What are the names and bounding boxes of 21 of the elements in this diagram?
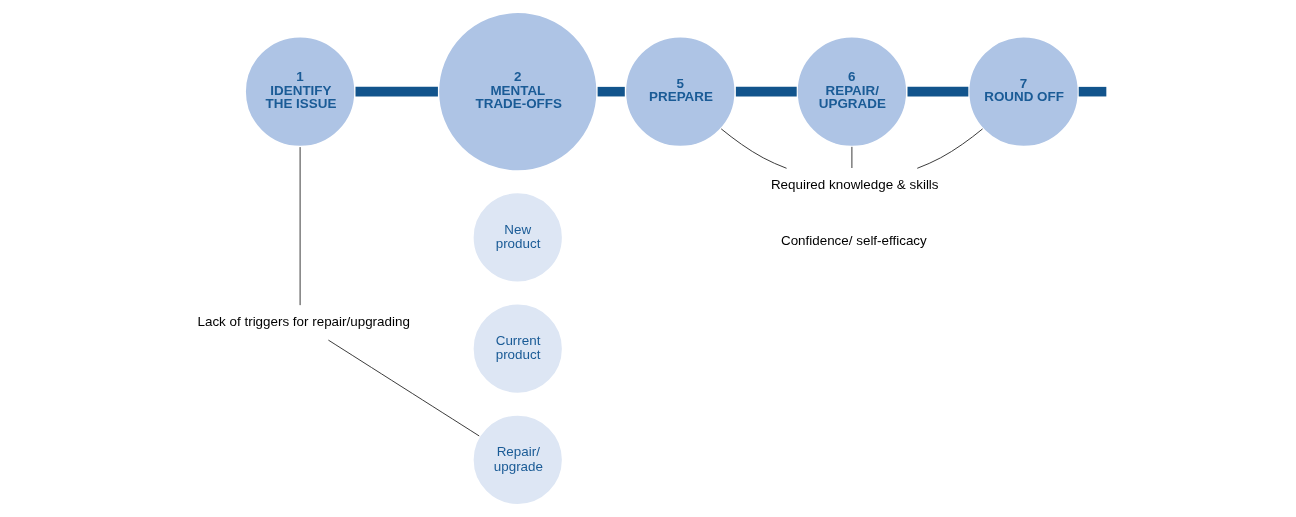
connector (916, 128, 983, 169)
node-circle: 6 REPAIR/ UPGRADE (795, 35, 908, 148)
node-circle: 1 IDENTIFY THE ISSUE (243, 35, 356, 148)
node-text: Required knowledge & skills (770, 177, 939, 193)
connector (1078, 86, 1106, 97)
connector (597, 86, 625, 97)
node-text: Lack of triggers for repair/upgrading (197, 314, 410, 330)
connector (850, 146, 852, 169)
connector (720, 128, 787, 169)
node-text: Confidence/ self-efficacy (780, 232, 927, 248)
connector (327, 339, 480, 437)
node-circle: 7 ROUND OFF (966, 35, 1080, 148)
node-circle: 5 PREPARE (623, 35, 736, 148)
node-circle: 2 MENTAL TRADE-OFFS (436, 11, 598, 173)
node-circle: Current product (471, 302, 564, 395)
connector (299, 146, 301, 306)
connector (355, 86, 438, 97)
connector (907, 86, 968, 97)
connector (735, 86, 797, 97)
node-circle: Repair/ upgrade (471, 413, 564, 506)
node-circle: New product (471, 191, 564, 284)
